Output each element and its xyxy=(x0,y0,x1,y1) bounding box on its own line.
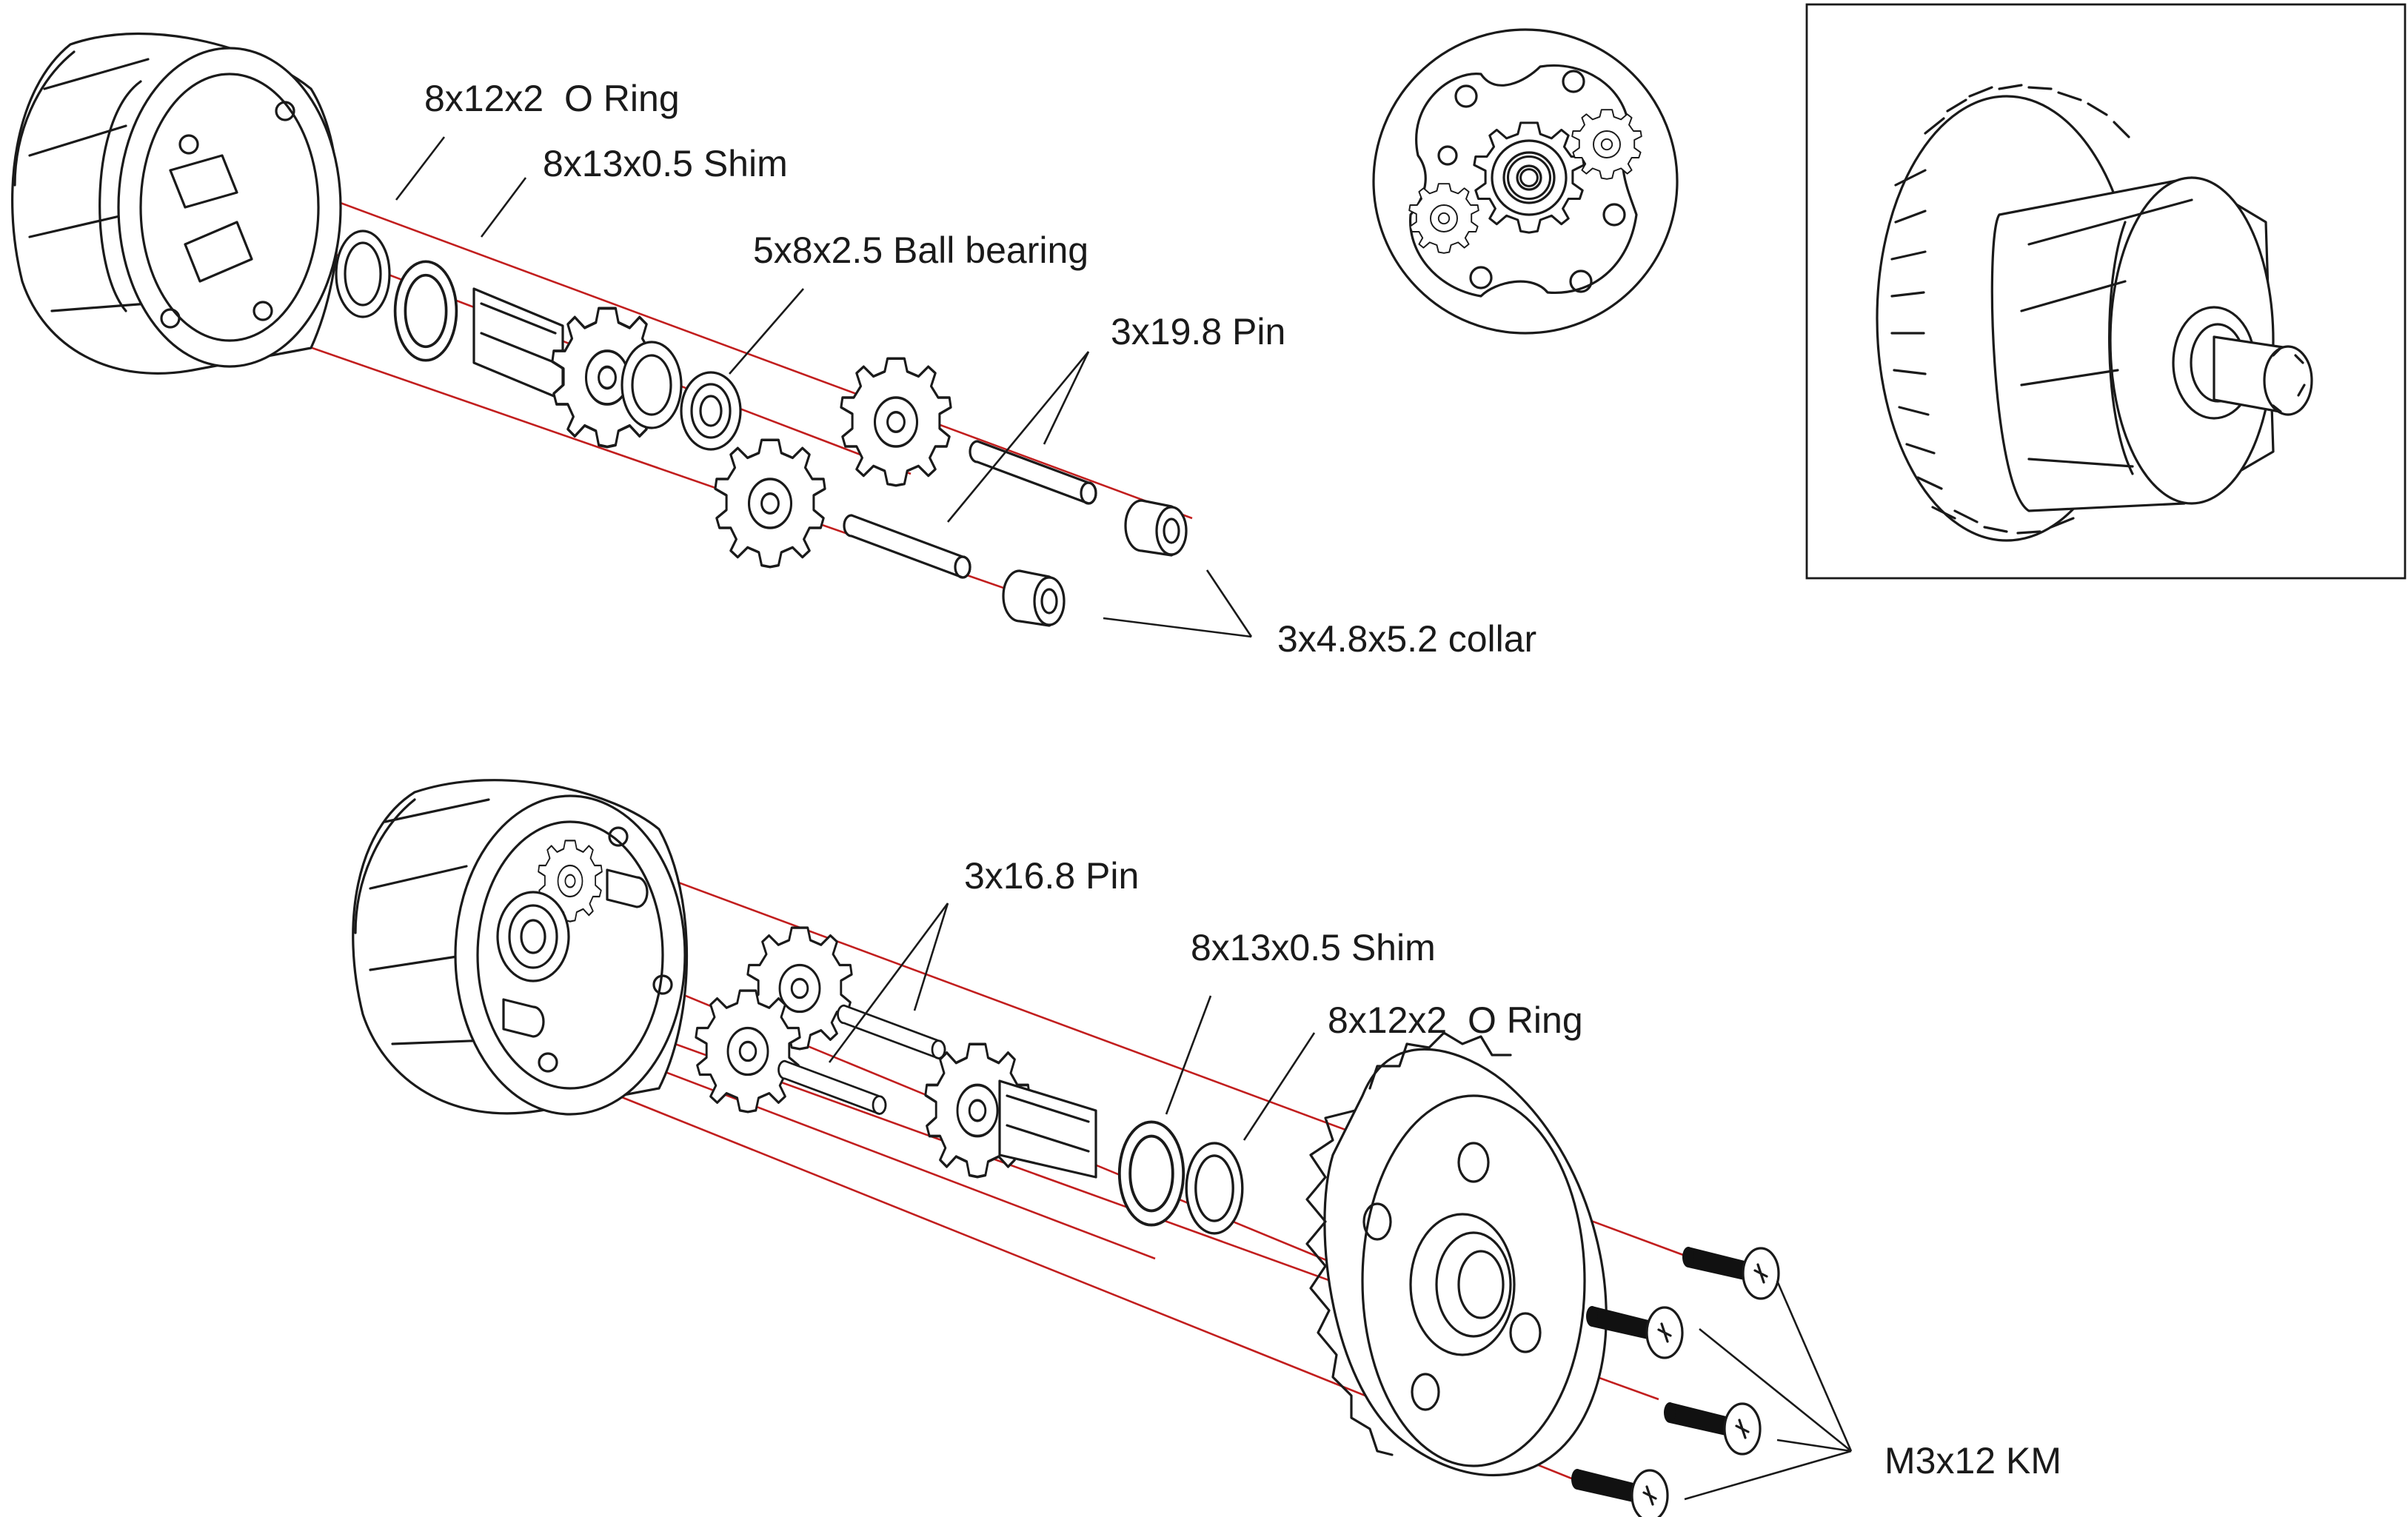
top-collar-upper xyxy=(1124,499,1188,557)
top-o-ring xyxy=(335,230,391,318)
bottom-screw-4 xyxy=(1570,1467,1669,1517)
bottom-output-gear xyxy=(923,1042,1097,1179)
top-leader-lines xyxy=(395,136,1253,638)
top-pin-lower xyxy=(843,514,971,579)
bottom-pin-upper xyxy=(837,1004,946,1059)
top-planet-gear-lower xyxy=(714,438,826,569)
top-diff-case xyxy=(11,32,342,375)
inset-case xyxy=(1990,176,2313,512)
bottom-ring-gear xyxy=(1305,1031,1608,1477)
end-view-assembled xyxy=(1372,28,1679,335)
bottom-diff-case xyxy=(352,779,689,1116)
top-ball-bearing xyxy=(680,371,742,451)
inset-frame xyxy=(1805,3,2407,580)
top-collar-label: 3x4.8x5.2 collar xyxy=(1277,618,1536,660)
bottom-planet-gear-lower xyxy=(695,989,801,1114)
top-ball-bearing-label: 5x8x2.5 Ball bearing xyxy=(753,230,1088,271)
bottom-o-ring-label: 8x12x2 O Ring xyxy=(1328,999,1583,1041)
bottom-screw-1 xyxy=(1681,1245,1780,1300)
bottom-leader-lines xyxy=(828,903,1853,1501)
bottom-screw-3 xyxy=(1662,1401,1762,1456)
top-shim xyxy=(393,260,458,362)
bottom-shim xyxy=(1117,1120,1185,1227)
top-center-gear xyxy=(472,287,683,449)
top-planet-gear-upper xyxy=(840,357,952,487)
top-pin-label: 3x19.8 Pin xyxy=(1111,311,1285,352)
assembled-diff-inset xyxy=(1805,3,2407,580)
bottom-pin-label: 3x16.8 Pin xyxy=(964,855,1139,897)
top-assembly: 8x12x2 O Ring 8x13x0.5 Shim 5x8x2.5 Ball… xyxy=(11,32,1536,660)
top-o-ring-label: 8x12x2 O Ring xyxy=(424,78,680,119)
bottom-o-ring xyxy=(1185,1142,1244,1235)
top-collar-lower xyxy=(1002,569,1066,627)
top-shim-label: 8x13x0.5 Shim xyxy=(543,143,788,184)
bottom-assembly: 3x16.8 Pin 8x13x0.5 Shim 8x12x2 O Ring M… xyxy=(352,779,2061,1517)
bottom-screw-label: M3x12 KM xyxy=(1884,1440,2061,1481)
bottom-shim-label: 8x13x0.5 Shim xyxy=(1191,927,1436,968)
